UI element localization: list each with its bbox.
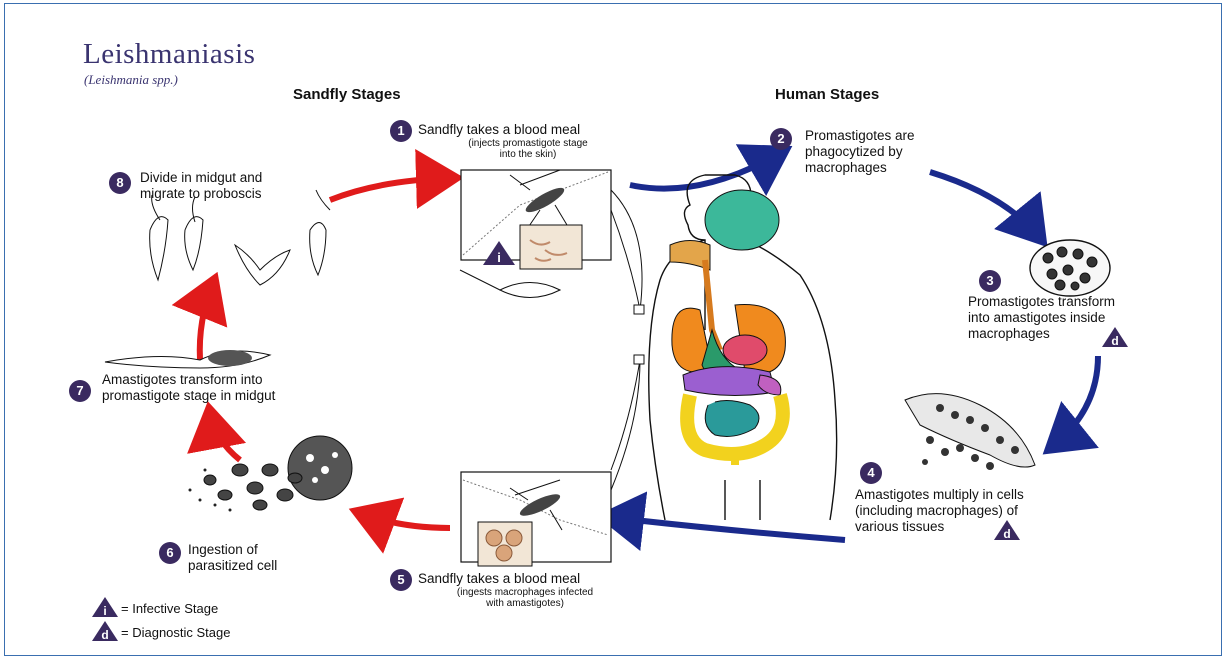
legend-diagnostic-label: = Diagnostic Stage xyxy=(121,625,230,640)
step-3-label: Promastigotes transform into amastigotes… xyxy=(968,294,1115,342)
step-1-badge: 1 xyxy=(390,120,412,142)
step-8-badge: 8 xyxy=(109,172,131,194)
step-7-line-2: promastigote stage in midgut xyxy=(102,388,275,404)
promastigote-stage-1 xyxy=(460,270,560,298)
step-8-line-2: migrate to proboscis xyxy=(140,186,262,202)
diagram-title: Leishmaniasis xyxy=(83,38,255,71)
step-7-badge: 7 xyxy=(69,380,91,402)
human-stages-heading: Human Stages xyxy=(775,86,879,103)
promastigotes-stage-8 xyxy=(150,190,330,285)
step-3-line-1: Promastigotes transform xyxy=(968,294,1115,310)
step-6-line-2: parasitized cell xyxy=(188,558,277,574)
step-3-line-2: into amastigotes inside xyxy=(968,310,1115,326)
arrow-1-to-2 xyxy=(630,152,782,189)
legend-infective-icon: i xyxy=(91,596,119,618)
promastigote-midgut-stage-7 xyxy=(105,350,270,368)
infected-tissue-stage-4 xyxy=(905,394,1035,470)
sandfly-bite-panel-bottom xyxy=(461,472,611,566)
step-5-sub: (ingests macrophages infected with amast… xyxy=(425,587,625,609)
step-2-badge: 2 xyxy=(770,128,792,150)
step-3-badge: 3 xyxy=(979,270,1001,292)
step-5-label: Sandfly takes a blood meal xyxy=(418,571,580,587)
step-5-sub-line-2: with amastigotes) xyxy=(425,598,625,609)
step-1-sub-line-1: (injects promastigote stage xyxy=(428,138,628,149)
infective-stage-badge-1: i xyxy=(482,240,516,266)
legend-infective-letter: i xyxy=(103,604,106,618)
step-4-line-2: (including macrophages) of xyxy=(855,503,1024,519)
step-4-badge: 4 xyxy=(860,462,882,484)
step-4-line-1: Amastigotes multiply in cells xyxy=(855,487,1024,503)
sandfly-stages-heading: Sandfly Stages xyxy=(293,86,401,103)
macrophage-cell-stage-3 xyxy=(1030,240,1110,296)
diagnostic-badge-letter: d xyxy=(1003,527,1010,541)
step-2-line-1: Promastigotes are xyxy=(805,128,915,144)
diagnostic-badge-letter: d xyxy=(1111,334,1118,348)
legend-infective-label: = Infective Stage xyxy=(121,601,218,616)
diagram-subtitle: (Leishmania spp.) xyxy=(84,72,178,88)
step-6-line-1: Ingestion of xyxy=(188,542,277,558)
arrow-5-to-6 xyxy=(360,513,450,528)
human-body-figure xyxy=(649,175,837,520)
parasitized-cell-stage-6 xyxy=(189,436,353,512)
infective-badge-letter: i xyxy=(497,250,501,265)
diagnostic-stage-badge-4: d xyxy=(993,519,1021,541)
arrow-3-to-4 xyxy=(1052,356,1098,447)
legend-diagnostic-icon: d xyxy=(91,620,119,642)
step-7-label: Amastigotes transform into promastigote … xyxy=(102,372,275,404)
legend-diagnostic-letter: d xyxy=(101,628,108,642)
step-5-badge: 5 xyxy=(390,569,412,591)
step-1-label: Sandfly takes a blood meal xyxy=(418,122,580,138)
arrow-6-to-7 xyxy=(210,413,240,460)
step-8-label: Divide in midgut and migrate to probosci… xyxy=(140,170,262,202)
step-6-badge: 6 xyxy=(159,542,181,564)
step-7-line-1: Amastigotes transform into xyxy=(102,372,275,388)
step-6-label: Ingestion of parasitized cell xyxy=(188,542,277,574)
diagnostic-stage-badge-3: d xyxy=(1101,326,1129,348)
step-1-sub: (injects promastigote stage into the ski… xyxy=(428,138,628,160)
arrow-4-to-5 xyxy=(608,517,845,540)
step-2-label: Promastigotes are phagocytized by macrop… xyxy=(805,128,915,176)
step-5-sub-line-1: (ingests macrophages infected xyxy=(425,587,625,598)
step-3-line-3: macrophages xyxy=(968,326,1115,342)
arrow-7-to-8 xyxy=(200,283,213,360)
step-2-line-3: macrophages xyxy=(805,160,915,176)
step-2-line-2: phagocytized by xyxy=(805,144,915,160)
step-1-sub-line-2: into the skin) xyxy=(428,149,628,160)
arrow-2-to-3 xyxy=(930,172,1040,238)
arrow-8-to-1 xyxy=(330,178,452,200)
step-8-line-1: Divide in midgut and xyxy=(140,170,262,186)
